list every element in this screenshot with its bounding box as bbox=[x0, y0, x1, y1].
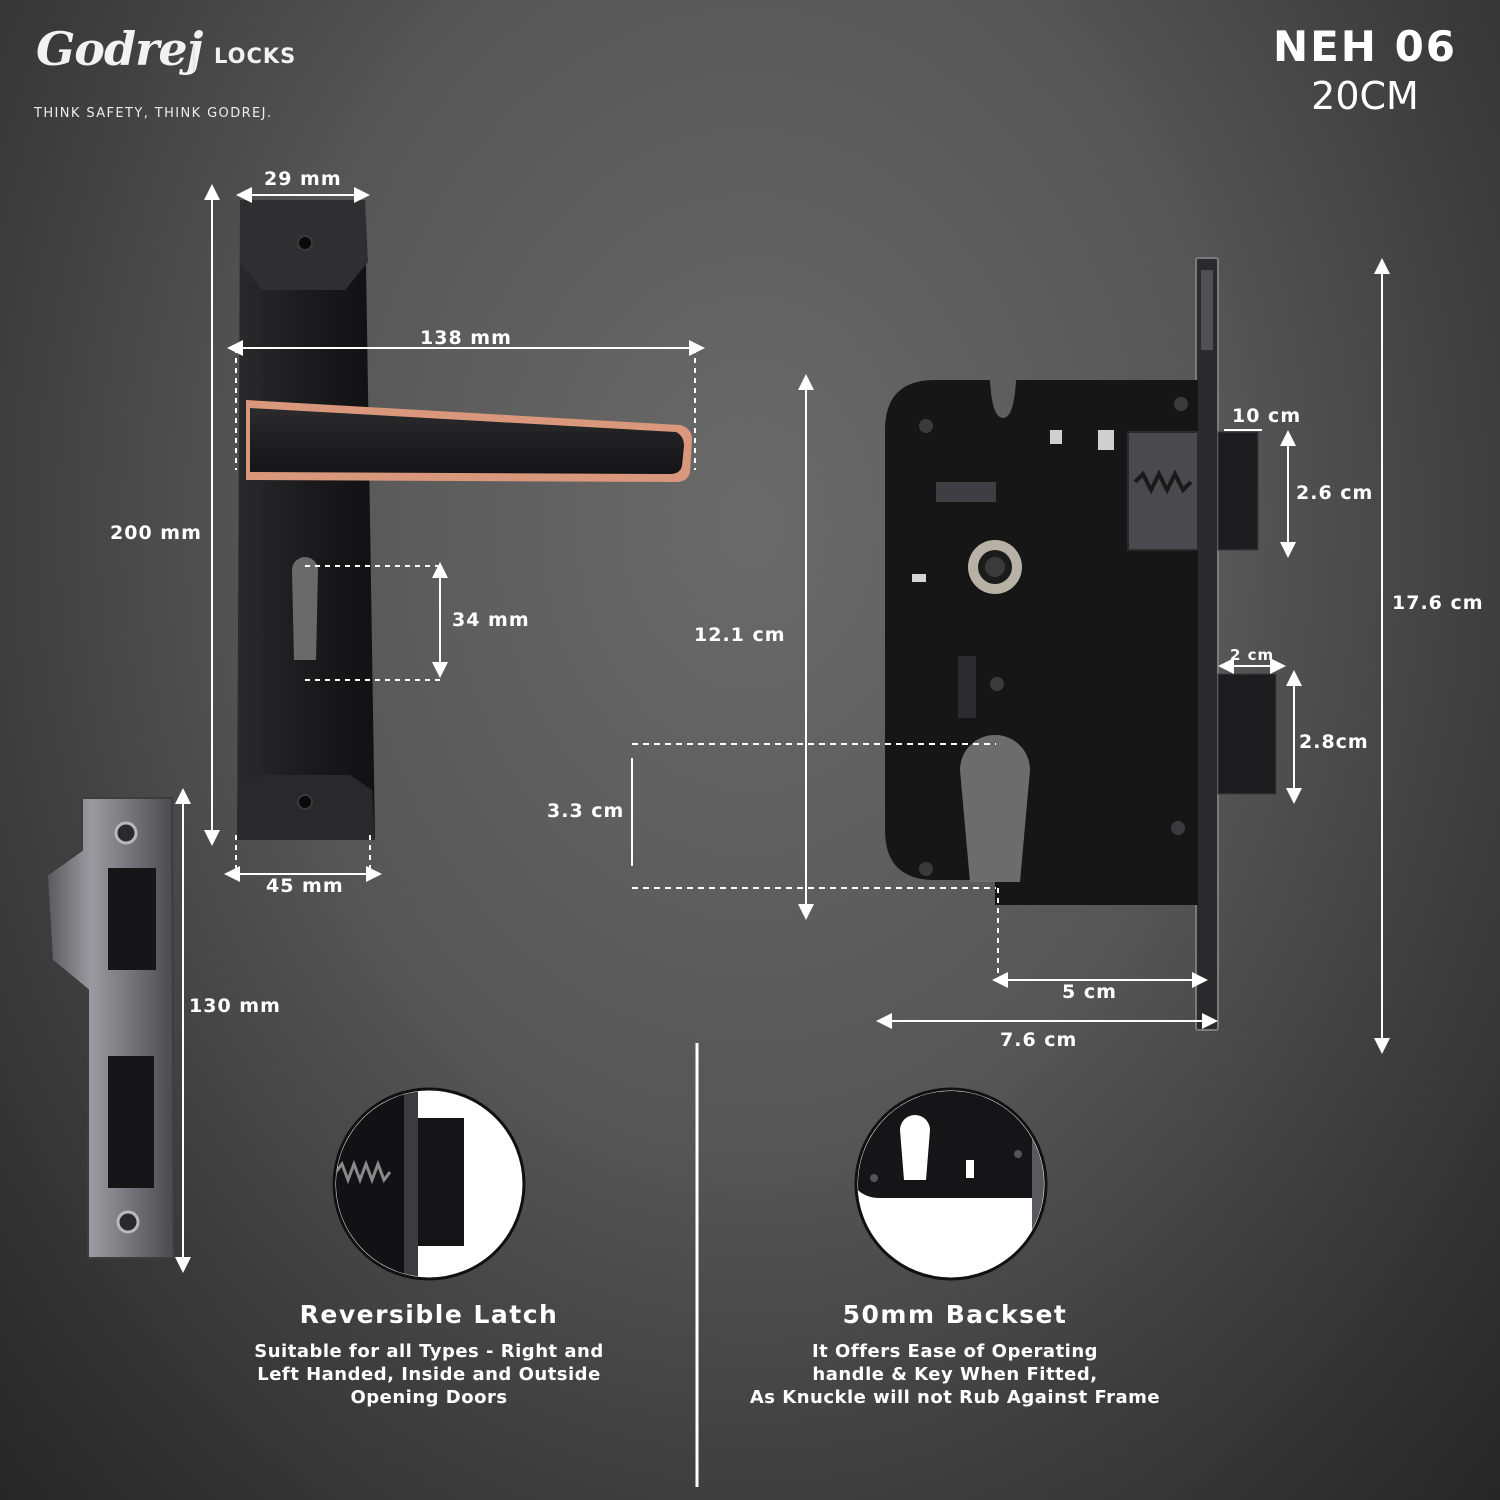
dim-handle-width-top: 29 mm bbox=[264, 168, 342, 190]
feature-title: Reversible Latch bbox=[299, 1300, 559, 1329]
feature-description: It Offers Ease of Operating handle & Key… bbox=[740, 1340, 1170, 1409]
reversible-latch-closeup bbox=[332, 1087, 526, 1281]
handle-plate bbox=[237, 200, 375, 840]
dim-keyhole-height: 34 mm bbox=[452, 609, 530, 631]
model-code: NEH 06 bbox=[1272, 22, 1458, 71]
feature-line: As Knuckle will not Rub Against Frame bbox=[749, 1387, 1161, 1408]
mortise-lock-body bbox=[885, 257, 1277, 1031]
feature-backset: 50mm Backset It Offers Ease of Operating… bbox=[740, 1300, 1170, 1409]
feature-line: Suitable for all Types - Right and bbox=[254, 1341, 604, 1362]
handle-lever bbox=[246, 400, 692, 482]
feature-line: Left Handed, Inside and Outside bbox=[257, 1364, 601, 1385]
dim-latch-height: 2.6 cm bbox=[1296, 482, 1374, 504]
screw-hole-top bbox=[297, 235, 313, 251]
feature-title: 50mm Backset bbox=[842, 1300, 1068, 1329]
feature-description: Suitable for all Types - Right and Left … bbox=[224, 1340, 634, 1409]
brand-logo: Godrej bbox=[36, 22, 203, 76]
brand-tagline: THINK SAFETY, THINK GODREJ. bbox=[34, 106, 273, 121]
feature-line: Opening Doors bbox=[350, 1387, 508, 1408]
dim-handle-width-bottom: 45 mm bbox=[266, 875, 344, 897]
dim-lever-length: 138 mm bbox=[420, 327, 512, 349]
feature-line: It Offers Ease of Operating bbox=[811, 1341, 1099, 1362]
screw-hole-bottom bbox=[297, 794, 313, 810]
dim-backset: 5 cm bbox=[1062, 981, 1117, 1003]
dim-bolt-width: 2 cm bbox=[1230, 646, 1275, 664]
keyhole-slot bbox=[292, 557, 318, 660]
model-size: 20CM bbox=[1311, 74, 1419, 118]
backset-closeup bbox=[854, 1087, 1048, 1281]
feature-reversible-latch: Reversible Latch Suitable for all Types … bbox=[224, 1300, 634, 1409]
dimension-lines bbox=[175, 184, 1390, 1273]
cylinder-cutout bbox=[960, 735, 1030, 882]
dim-total-height: 17.6 cm bbox=[1392, 592, 1484, 614]
strike-plate bbox=[45, 797, 176, 1259]
feature-line: handle & Key When Fitted, bbox=[812, 1364, 1098, 1385]
dim-strike-height: 130 mm bbox=[189, 995, 281, 1017]
brand-divider bbox=[193, 42, 195, 72]
dim-cylinder-height: 3.3 cm bbox=[547, 800, 625, 822]
dim-case-width: 7.6 cm bbox=[1000, 1029, 1078, 1051]
dim-spindle-to-cylinder: 12.1 cm bbox=[694, 624, 786, 646]
dim-plate-height: 200 mm bbox=[110, 522, 202, 544]
dim-latch-width: 10 cm bbox=[1232, 405, 1302, 427]
dim-bolt-height: 2.8cm bbox=[1299, 731, 1369, 753]
brand-division: LOCKS bbox=[214, 44, 297, 68]
